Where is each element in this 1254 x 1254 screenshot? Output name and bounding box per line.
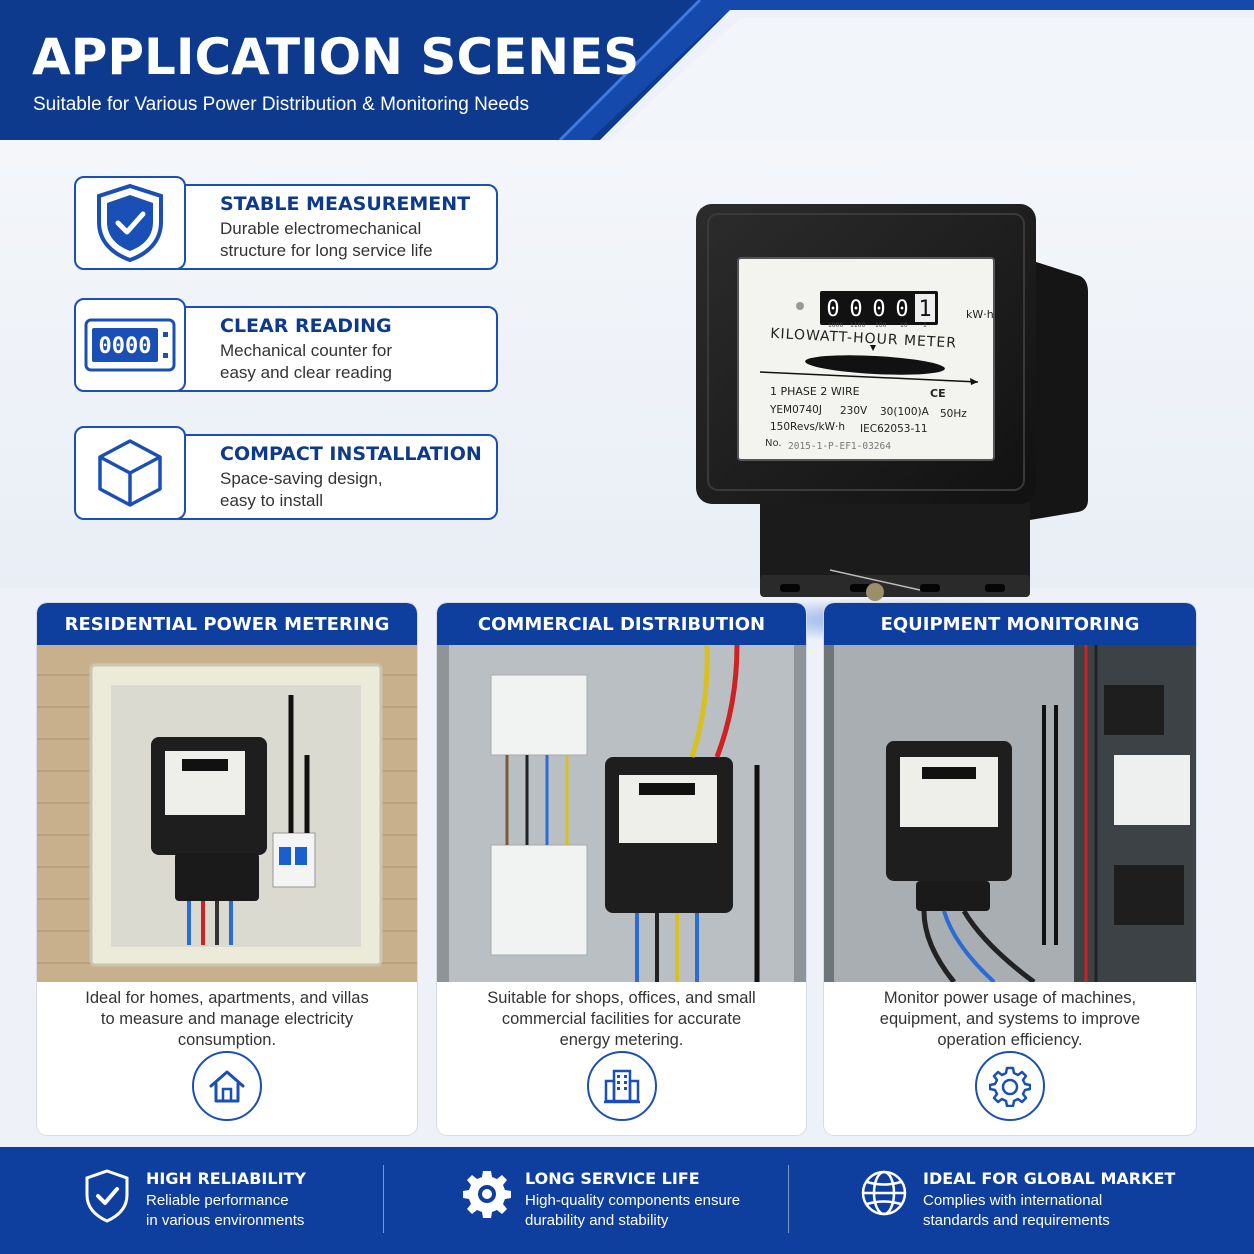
counter-scale: 10 (900, 322, 908, 329)
feature-title: CLEAR READING (220, 315, 392, 337)
feature-icon-box: 0000 (74, 298, 186, 392)
meter-current: 30(100)A (880, 406, 930, 418)
cube-icon (98, 439, 162, 507)
header-background (558, 0, 1254, 140)
feature-desc: Space-saving design, easy to install (220, 469, 383, 510)
globe-icon (861, 1170, 907, 1216)
commercial-scene-image (437, 645, 806, 982)
meter-standard: IEC62053-11 (860, 423, 928, 435)
footer-desc: Reliable performance in various environm… (146, 1192, 305, 1229)
building-icon (603, 1069, 640, 1104)
footer-title: LONG SERVICE LIFE (525, 1169, 700, 1188)
meter-model: YEM0740J (769, 404, 822, 416)
feature-clear-reading: 0000 CLEAR READING Mechanical counter fo… (74, 298, 498, 392)
feature-title: COMPACT INSTALLATION (220, 443, 482, 465)
meter-frequency: 50Hz (940, 408, 967, 420)
scene-card-equipment: EQUIPMENT MONITORING Monitor power usage… (824, 603, 1196, 1135)
scene-desc: Monitor power usage of machines, equipme… (879, 989, 1141, 1049)
meter-unit: kW·h (966, 308, 994, 321)
counter-digit: 0 (895, 297, 908, 322)
footer-desc: High-quality components ensure durabilit… (525, 1192, 741, 1229)
meter-serial-label: No. (765, 438, 782, 449)
header-banner: APPLICATION SCENES Suitable for Various … (0, 0, 1254, 140)
feature-icon-box (74, 176, 186, 270)
scene-title: COMMERCIAL DISTRIBUTION (437, 603, 806, 645)
meter-constant: 150Revs/kW·h (770, 421, 845, 433)
gear-icon (463, 1171, 511, 1218)
scene-title: EQUIPMENT MONITORING (824, 603, 1196, 645)
meter-marks: CE (930, 387, 946, 400)
counter-scale: 1100 (850, 322, 865, 329)
footer-item-reliability: HIGH RELIABILITY Reliable performance in… (84, 1147, 384, 1254)
feature-title: STABLE MEASUREMENT (220, 193, 471, 215)
feature-compact-installation: COMPACT INSTALLATION Space-saving design… (74, 426, 498, 520)
page-subtitle: Suitable for Various Power Distribution … (33, 94, 529, 115)
gear-icon (989, 1066, 1031, 1107)
feature-desc: Mechanical counter for easy and clear re… (220, 341, 393, 382)
feature-icon-box (74, 426, 186, 520)
counter-digit: 0 (849, 297, 862, 322)
scene-title: RESIDENTIAL POWER METERING (37, 603, 417, 645)
scene-desc: Suitable for shops, offices, and small c… (487, 989, 756, 1049)
meter-voltage: 230V (840, 405, 868, 417)
scene-card-residential: RESIDENTIAL POWER METERING Ideal for hom… (37, 603, 417, 1135)
counter-digit: 0 (826, 297, 839, 322)
counter-digit: 1 (918, 297, 931, 322)
feature-text-box: STABLE MEASUREMENT Durable electromechan… (170, 184, 498, 270)
scene-icon-badge (975, 1051, 1045, 1121)
scene-card-commercial: COMMERCIAL DISTRIBUTION Suitable for sho… (437, 603, 806, 1135)
footer-divider (383, 1165, 384, 1233)
residential-scene-image (37, 645, 417, 982)
counter-scale: 100 (875, 322, 887, 329)
footer-item-global-market: IDEAL FOR GLOBAL MARKET Complies with in… (860, 1147, 1190, 1254)
scene-icon-badge (192, 1051, 262, 1121)
scene-icon-badge (586, 1051, 657, 1121)
footer-desc: Complies with international standards an… (923, 1192, 1110, 1229)
footer-bar: HIGH RELIABILITY Reliable performance in… (0, 1147, 1254, 1254)
counter-icon-digits: 0000 (99, 334, 152, 359)
footer-title: HIGH RELIABILITY (146, 1169, 307, 1188)
house-icon (209, 1070, 245, 1103)
page-title: APPLICATION SCENES (32, 28, 640, 86)
counter-digit: 0 (872, 297, 885, 322)
meter-counter: 0 0 0 0 1 (826, 294, 935, 322)
footer-title: IDEAL FOR GLOBAL MARKET (923, 1169, 1176, 1188)
counter-scale: 1 (923, 322, 927, 329)
feature-text-box: CLEAR READING Mechanical counter for eas… (170, 306, 498, 392)
features-section: STABLE MEASUREMENT Durable electromechan… (0, 140, 1254, 640)
counter-icon: 0000 (84, 318, 176, 372)
scene-desc: Ideal for homes, apartments, and villas … (85, 989, 369, 1049)
footer-item-service-life: LONG SERVICE LIFE High-quality component… (462, 1147, 782, 1254)
equipment-scene-image (824, 645, 1196, 982)
counter-scale: 1000 (828, 322, 843, 329)
meter-serial: 2015-1-P-EF1-03264 (788, 441, 891, 452)
shield-check-icon (97, 183, 163, 263)
meter-phase: 1 PHASE 2 WIRE (770, 385, 860, 398)
energy-meter-image: 0 0 0 0 1 1000 1100 100 10 1 kW·h KILOWA… (696, 204, 1088, 640)
feature-stable-measurement: STABLE MEASUREMENT Durable electromechan… (74, 176, 498, 270)
footer-divider (788, 1165, 789, 1233)
feature-desc: Durable electromechanical structure for … (220, 219, 433, 260)
feature-text-box: COMPACT INSTALLATION Space-saving design… (170, 434, 498, 520)
shield-check-icon (85, 1169, 129, 1223)
